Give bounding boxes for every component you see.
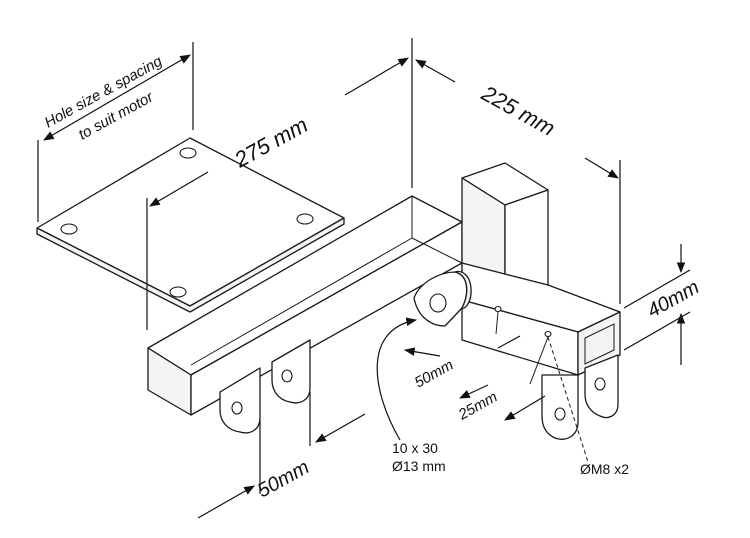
label-225mm: 225 mm bbox=[477, 80, 560, 141]
dimension-275 bbox=[146, 171, 209, 330]
cross-tab-back bbox=[584, 354, 619, 419]
slotted-tab bbox=[413, 270, 472, 327]
slot-leader bbox=[376, 317, 418, 441]
lower-tab-right bbox=[271, 339, 311, 404]
label-bolt-holes: ØM8 x2 bbox=[580, 461, 629, 477]
dimension-25 bbox=[459, 336, 549, 421]
hole-note-dimension bbox=[37, 42, 194, 222]
label-25mm: 25mm bbox=[455, 388, 501, 424]
cross-tab-front bbox=[541, 374, 579, 440]
motor-plate bbox=[36, 137, 345, 313]
dimension-50-inner bbox=[403, 311, 521, 357]
label-50mm-inner: 50mm bbox=[412, 356, 457, 391]
label-40mm: 40mm bbox=[644, 276, 703, 322]
dimension-225 bbox=[344, 38, 621, 304]
main-tube bbox=[147, 195, 463, 416]
bolt-hole-leader bbox=[547, 336, 589, 463]
label-50mm-tabs: 50mm bbox=[254, 456, 313, 502]
label-slot-diameter: Ø13 mm bbox=[392, 458, 446, 474]
label-275mm: 275 mm bbox=[229, 112, 312, 173]
dimension-50-tabs bbox=[197, 392, 366, 519]
label-slot-size: 10 x 30 bbox=[392, 440, 438, 456]
dimension-40 bbox=[623, 244, 691, 365]
